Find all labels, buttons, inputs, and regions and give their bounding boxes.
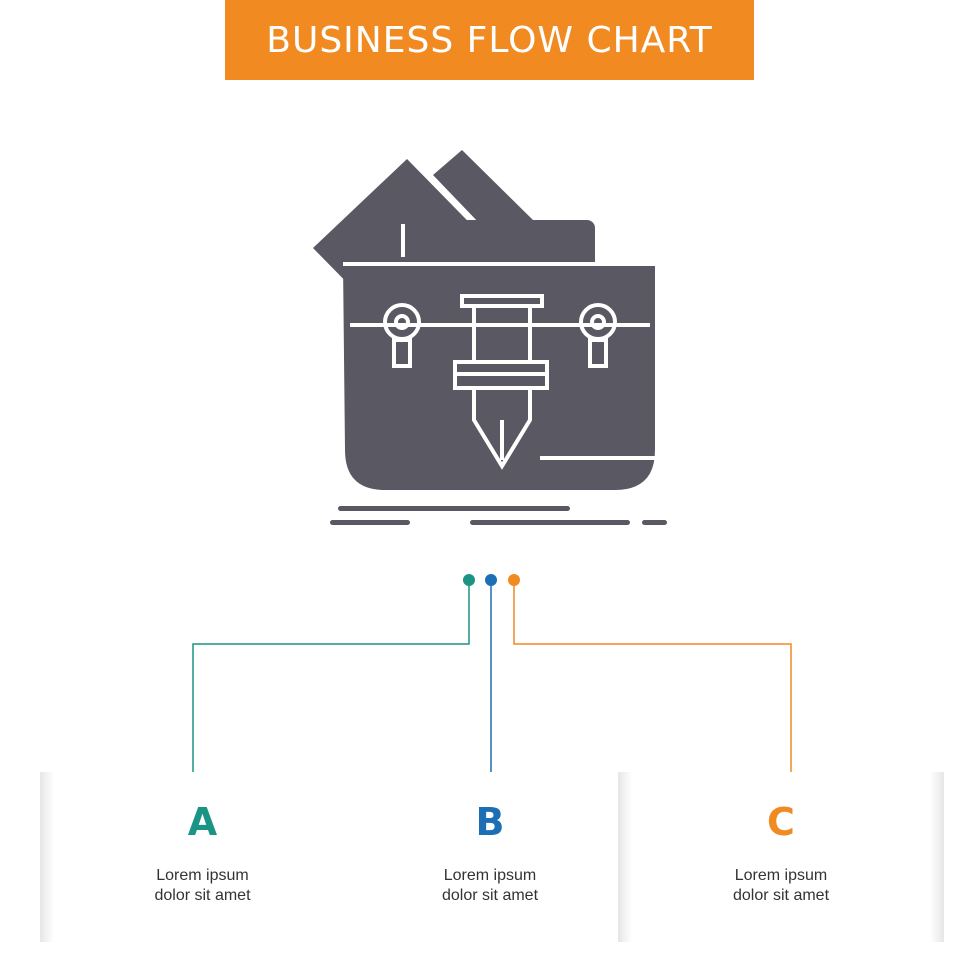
- step-description: Lorem ipsum dolor sit amet: [441, 867, 539, 904]
- step-description: Lorem ipsum dolor sit amet: [154, 867, 251, 904]
- dot-b: [485, 574, 497, 586]
- connector-a: [192, 580, 470, 782]
- page-title: BUSINESS FLOW CHART: [266, 19, 713, 61]
- step-card-c: C Lorem ipsum dolor sit amet: [618, 772, 944, 942]
- title-banner: BUSINESS FLOW CHART: [225, 0, 754, 80]
- step-description: Lorem ipsum dolor sit amet: [732, 867, 830, 904]
- step-letter: A: [187, 800, 218, 844]
- connector-c: [513, 580, 792, 782]
- dot-c: [508, 574, 520, 586]
- dot-a: [463, 574, 475, 586]
- step-letter: B: [475, 800, 505, 844]
- step-card-a: A Lorem ipsum dolor sit amet: [40, 772, 365, 942]
- step-letter: C: [767, 800, 795, 844]
- step-card-b: B Lorem ipsum dolor sit amet: [340, 772, 640, 942]
